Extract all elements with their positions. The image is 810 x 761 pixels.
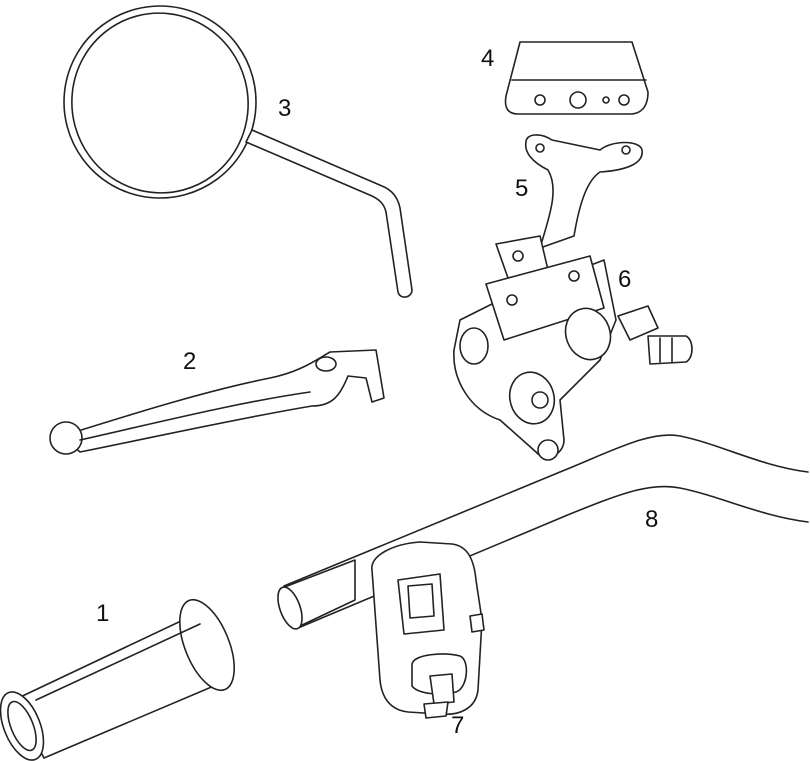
mirror-part [63,5,413,298]
callout-label-4: 4 [481,45,495,72]
callout-label-1: 1 [96,600,110,627]
callout-label-6: 6 [618,266,632,293]
switch-housing-part [371,541,485,719]
callout-label-8: 8 [645,506,659,533]
reservoir-cap-part [504,41,649,115]
handlebar-part [277,434,809,630]
callout-label-5: 5 [515,175,529,202]
lever-part [49,349,385,455]
bracket-part [524,134,643,249]
callout-label-3: 3 [278,95,292,122]
grip-part [0,598,235,761]
callout-label-2: 2 [183,348,197,375]
callout-label-7: 7 [451,712,465,739]
master-cylinder-part [453,235,693,461]
